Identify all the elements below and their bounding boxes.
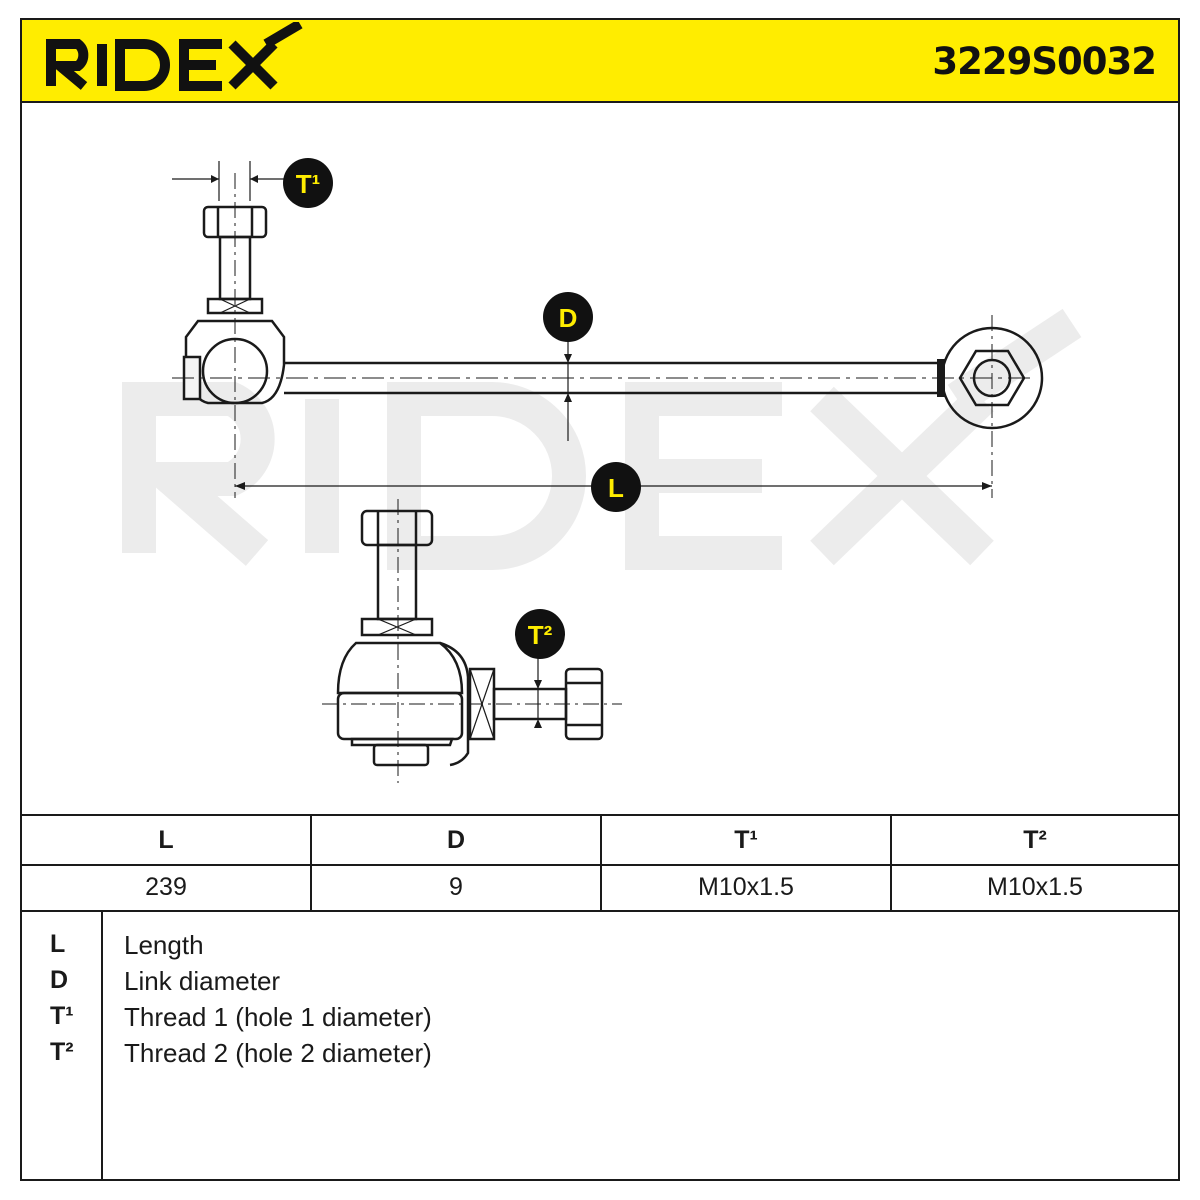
legend-item: T¹ Thread 1 (hole 1 diameter) [22,1002,1178,1038]
spec-value-row: 239 9 M10x1.5 M10x1.5 [22,864,1178,910]
technical-drawing: T¹ D L T² [22,103,1178,814]
callout-d: D [543,292,593,342]
legend-symbol: T² [50,1038,74,1066]
header-bar: 3229S0032 [22,20,1178,103]
legend-item: L Length [22,930,1178,966]
legend-description: Link diameter [124,966,281,996]
spec-header-t1: T¹ [602,816,892,864]
stabilizer-link-drawing: T¹ D L T² [122,158,1082,783]
legend-description: Length [124,930,204,960]
callout-l-label: L [608,473,624,503]
callout-d-label: D [559,303,578,333]
t2-dimension [534,651,542,728]
legend-symbol: D [50,966,69,994]
callout-l: L [591,462,641,512]
spec-value-t1: M10x1.5 [602,864,892,910]
spec-header-t2: T² [1023,825,1047,854]
callout-t2-label: T² [528,620,553,650]
part-number: 3229S0032 [932,40,1157,83]
callout-t1-label: T¹ [296,169,321,199]
spec-header-l: L [22,816,312,864]
ridex-logo [46,22,303,91]
legend-symbol: L [50,930,66,958]
callout-t1: T¹ [283,158,333,208]
spec-header-row: L D T¹ T² [22,816,1178,866]
legend-item: T² Thread 2 (hole 2 diameter) [22,1038,1178,1074]
watermark-logo [122,308,1082,570]
legend: L Length D Link diameter T¹ Thread 1 (ho… [22,912,1178,1179]
legend-description: Thread 1 (hole 1 diameter) [124,1002,432,1032]
callout-t2: T² [515,609,565,659]
spec-header-d: D [312,816,602,864]
eye-end [940,315,1044,498]
link-rod [172,359,1032,397]
spec-value-l: 239 [22,864,312,910]
d-dimension [564,341,572,441]
ball-joint-2 [322,499,622,783]
drawing-frame: 3229S0032 [20,18,1180,1181]
spec-value-d: 9 [312,864,602,910]
t1-dimension [172,161,288,201]
legend-symbol: T¹ [50,1002,74,1030]
legend-description: Thread 2 (hole 2 diameter) [124,1038,432,1068]
spec-value-t2: M10x1.5 [987,872,1083,901]
spec-table: L D T¹ T² 239 9 M10x1.5 M10x1.5 [22,814,1178,912]
legend-item: D Link diameter [22,966,1178,1002]
legend-divider [101,912,103,1179]
